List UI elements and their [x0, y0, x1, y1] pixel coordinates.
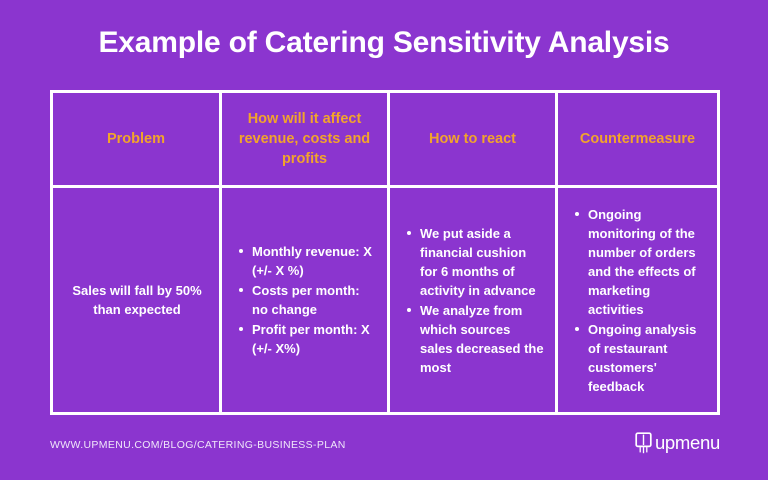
table-header-row: Problem How will it affect revenue, cost…: [53, 93, 717, 188]
list-item: Ongoing monitoring of the number of orde…: [575, 205, 707, 319]
column-header-effect: How will it affect revenue, costs and pr…: [219, 93, 387, 185]
page-title: Example of Catering Sensitivity Analysis: [98, 26, 670, 59]
list-item: We analyze from which sources sales decr…: [407, 302, 544, 375]
list-item: Costs per month: no change: [239, 281, 377, 319]
effect-bullet-list: Monthly revenue: X (+/- X %) Costs per m…: [234, 242, 377, 358]
column-header-how-to-react: How to react: [387, 93, 555, 185]
table-row: Sales will fall by 50% than expected Mon…: [53, 188, 717, 412]
cell-how-to-react: We put aside a financial cushion for 6 m…: [387, 188, 555, 412]
react-bullet-list: We put aside a financial cushion for 6 m…: [402, 224, 545, 377]
list-item: We put aside a financial cushion for 6 m…: [407, 224, 545, 300]
cell-effect: Monthly revenue: X (+/- X %) Costs per m…: [219, 188, 387, 412]
list-item: Profit per month: X (+/- X%): [239, 320, 377, 358]
upmenu-logo: upmenu: [634, 432, 720, 454]
cell-countermeasure: Ongoing monitoring of the number of orde…: [555, 188, 717, 412]
column-header-countermeasure: Countermeasure: [555, 93, 717, 185]
logo-wordmark: upmenu: [654, 432, 720, 453]
problem-text: Sales will fall by 50% than expected: [72, 283, 202, 317]
menu-book-icon: [635, 432, 652, 454]
list-item: Ongoing analysis of restaurant customers…: [575, 320, 707, 396]
footer-url: WWW.UPMENU.COM/BLOG/CATERING-BUSINESS-PL…: [50, 439, 346, 451]
cell-problem: Sales will fall by 50% than expected: [53, 188, 219, 412]
list-item: Monthly revenue: X (+/- X %): [239, 242, 377, 280]
sensitivity-analysis-table: Problem How will it affect revenue, cost…: [50, 90, 720, 415]
column-header-problem: Problem: [106, 131, 165, 147]
countermeasure-bullet-list: Ongoing monitoring of the number of orde…: [570, 205, 707, 396]
